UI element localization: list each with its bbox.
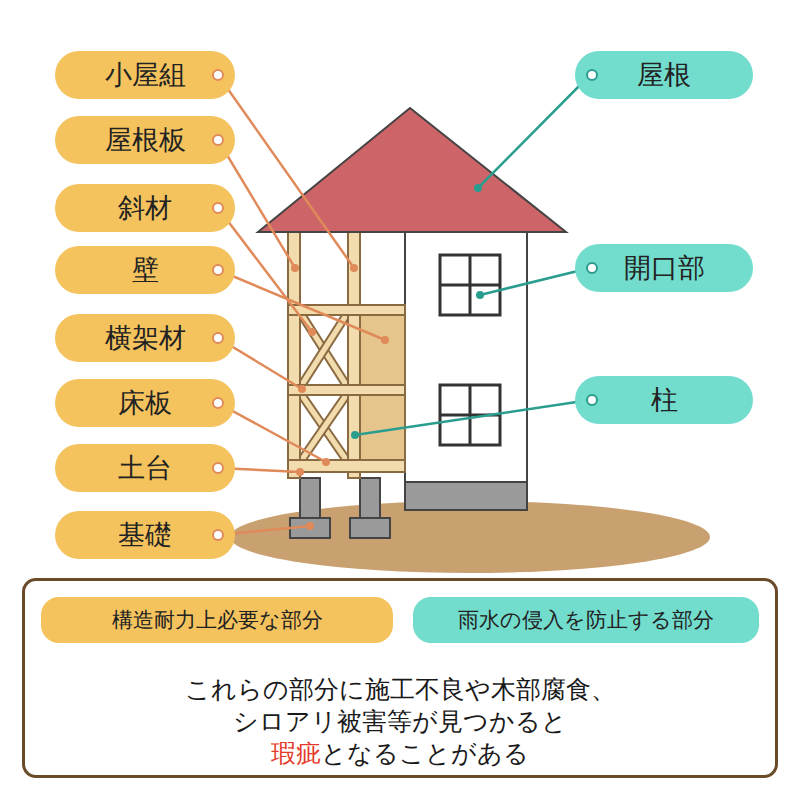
part-label: 斜材 bbox=[55, 184, 235, 232]
leader-dot bbox=[212, 202, 224, 214]
part-name: 柱 bbox=[651, 382, 678, 418]
part-name: 基礎 bbox=[118, 517, 172, 553]
part-name: 屋根板 bbox=[105, 122, 186, 158]
part-name: 横架材 bbox=[105, 320, 186, 356]
leader-dot bbox=[212, 332, 224, 344]
part-name: 斜材 bbox=[118, 190, 172, 226]
legend-swatch: 構造耐力上必要な部分 bbox=[41, 597, 393, 643]
leader-dot bbox=[212, 264, 224, 276]
leader-dot bbox=[212, 397, 224, 409]
part-label: 横架材 bbox=[55, 314, 235, 362]
foundation bbox=[290, 478, 390, 538]
leader-dot bbox=[212, 69, 224, 81]
note-line: シロアリ被害等が見つかると bbox=[25, 705, 775, 738]
leader-dot bbox=[586, 69, 598, 81]
part-label: 柱 bbox=[575, 376, 753, 424]
part-label: 床板 bbox=[55, 379, 235, 427]
part-label: 土台 bbox=[55, 444, 235, 492]
legend-text: 雨水の侵入を防止する部分 bbox=[458, 606, 714, 634]
brace bbox=[300, 315, 348, 460]
leader-dot bbox=[212, 134, 224, 146]
leader-dot bbox=[212, 462, 224, 474]
part-label: 屋根板 bbox=[55, 116, 235, 164]
part-label: 基礎 bbox=[55, 511, 235, 559]
part-name: 開口部 bbox=[624, 250, 705, 286]
wood-frame bbox=[288, 228, 405, 478]
leader-dot bbox=[586, 262, 598, 274]
part-label: 壁 bbox=[55, 246, 235, 294]
part-label: 開口部 bbox=[575, 244, 753, 292]
legend-swatch: 雨水の侵入を防止する部分 bbox=[413, 597, 759, 643]
part-name: 屋根 bbox=[637, 57, 691, 93]
part-label: 小屋組 bbox=[55, 51, 235, 99]
window bbox=[440, 255, 500, 445]
leader-end bbox=[291, 184, 484, 530]
part-name: 床板 bbox=[118, 385, 172, 421]
part-name: 小屋組 bbox=[105, 57, 186, 93]
leader-dot bbox=[586, 394, 598, 406]
emphasis-text: 瑕疵 bbox=[271, 739, 321, 768]
legend-text: 構造耐力上必要な部分 bbox=[112, 606, 323, 634]
leader-line bbox=[218, 75, 385, 535]
roof bbox=[258, 108, 566, 232]
note-line: これらの部分に施工不良や木部腐食、 bbox=[25, 673, 775, 706]
part-label: 屋根 bbox=[575, 51, 753, 99]
base bbox=[405, 482, 527, 510]
note-line: 瑕疵となることがある bbox=[25, 737, 775, 770]
part-name: 土台 bbox=[118, 450, 172, 486]
note-text: シロアリ被害等が見つかると bbox=[233, 707, 567, 736]
part-name: 壁 bbox=[132, 252, 159, 288]
leader-line bbox=[355, 75, 590, 435]
note-text: これらの部分に施工不良や木部腐食、 bbox=[185, 675, 616, 704]
note-box: これらの部分に施工不良や木部腐食、シロアリ被害等が見つかると瑕疵となることがある… bbox=[22, 578, 778, 778]
wall-finished bbox=[405, 228, 527, 482]
leader-dot bbox=[212, 529, 224, 541]
note-text: となることがある bbox=[321, 739, 529, 768]
